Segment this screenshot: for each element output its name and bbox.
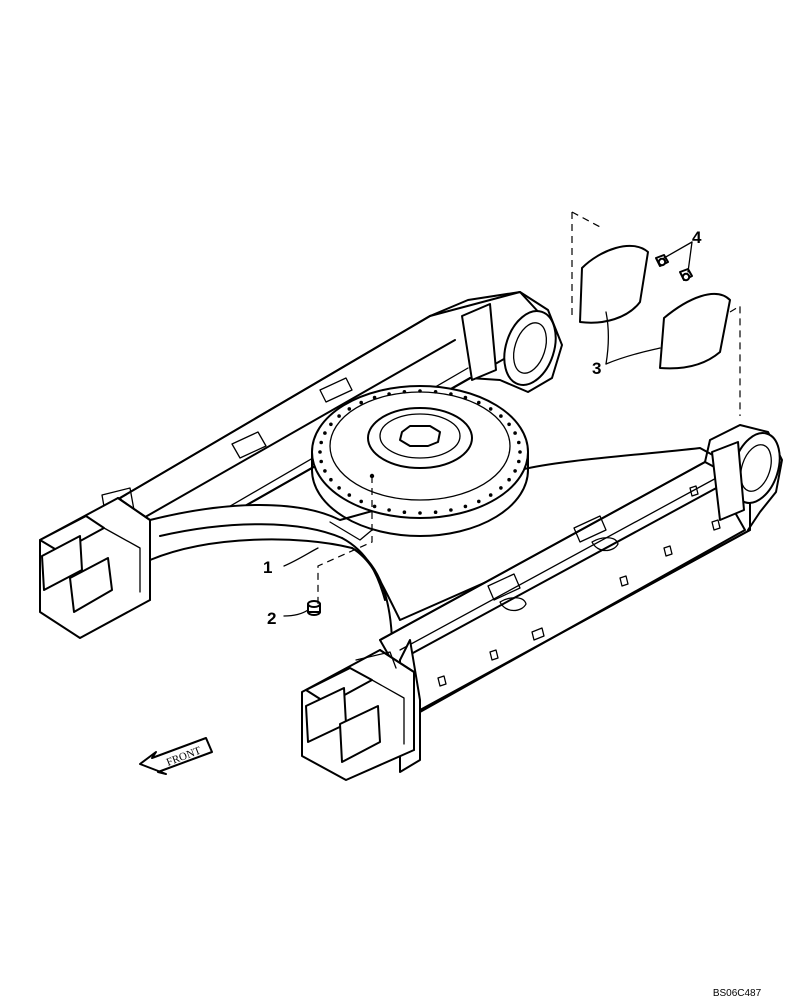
bolt-hole: [329, 422, 333, 427]
left-frame-end: [39, 497, 151, 639]
bolt-hole: [488, 407, 493, 411]
bolt-hole: [402, 390, 407, 394]
bolt-hole: [499, 414, 503, 418]
bolt-hole: [517, 459, 521, 464]
bolt-hole: [513, 469, 517, 473]
bolt-hole: [488, 493, 493, 497]
callout-4: 4: [692, 228, 702, 247]
bolt-hole: [433, 390, 438, 394]
leader-lines: [283, 241, 693, 617]
bolt-hole: [318, 450, 322, 454]
bolt-hole: [372, 395, 377, 400]
bolt-hole: [387, 508, 391, 512]
swing-bearing: [311, 385, 529, 537]
swing-bearing-bolt-holes: [318, 389, 522, 515]
right-frame-end: [301, 649, 415, 781]
bolt-hole: [463, 504, 468, 509]
bolt-hole: [323, 431, 327, 435]
bolt-hole: [418, 389, 422, 393]
bolt-hole: [449, 392, 453, 396]
callout-3: 3: [592, 359, 601, 378]
bolt-hole: [507, 477, 511, 482]
bolt-hole: [359, 400, 364, 405]
bolt-icon: [655, 254, 693, 282]
bolt-hole: [517, 440, 521, 445]
bolt-hole: [418, 511, 422, 515]
bolt-hole: [323, 469, 327, 473]
bolt-hole: [347, 407, 352, 411]
bolt-hole: [518, 450, 522, 454]
front-direction-arrow: FRONT: [139, 737, 213, 775]
bolt-hole: [449, 508, 453, 512]
bolt-hole: [513, 431, 517, 435]
bolt-hole: [319, 440, 324, 445]
callout-2: 2: [267, 609, 276, 628]
bolt-hole: [329, 477, 333, 482]
bolt-hole: [359, 499, 364, 504]
bolt-hole: [337, 414, 341, 418]
bolt-hole: [387, 392, 391, 396]
drawing-code: BS06C487: [713, 988, 762, 999]
bolt-hole: [402, 510, 407, 514]
bolt-hole: [499, 486, 503, 490]
right-track-frame: [379, 424, 783, 773]
assembly-guide-lines: [317, 211, 741, 604]
bolt-hole: [319, 459, 324, 464]
bolt-hole: [463, 395, 468, 400]
plug-icon: [307, 600, 321, 616]
bolt-hole: [433, 510, 438, 514]
bolt-hole: [477, 499, 481, 504]
bolt-hole: [372, 504, 377, 509]
bolt-hole: [507, 422, 511, 427]
cover-plate-left: [579, 244, 649, 324]
bolt-hole: [337, 486, 341, 490]
callout-1: 1: [263, 558, 272, 577]
bolt-hole: [347, 493, 352, 497]
bolt-hole: [477, 400, 481, 405]
cover-plate-right: [659, 292, 731, 370]
